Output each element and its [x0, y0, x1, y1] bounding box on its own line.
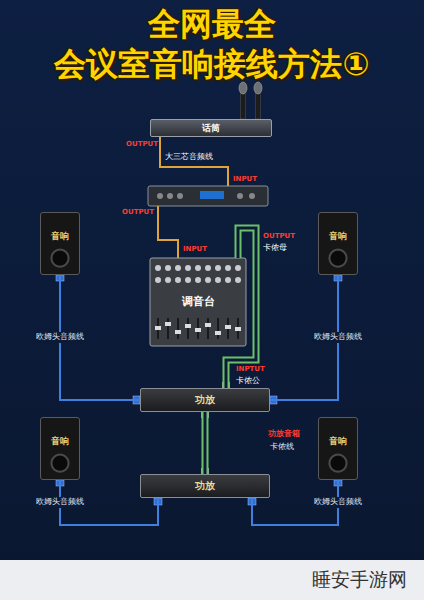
- amplifier-box: 功放: [140, 388, 270, 412]
- cable-label: 欧姆头音频线: [312, 332, 364, 343]
- port-label: OUTPUT: [122, 209, 154, 217]
- node-text: 功放: [193, 394, 217, 406]
- speaker-box: 音响: [318, 212, 358, 275]
- microphone-pair: [239, 82, 262, 119]
- node-text: 音响: [49, 436, 71, 446]
- cable-label: 欧姆头音频线: [312, 497, 364, 508]
- cable-path: [202, 412, 209, 474]
- port-label: OUTPUT: [126, 141, 158, 149]
- connector-label: 卡侬公: [236, 377, 260, 386]
- node-text: 音响: [327, 436, 349, 446]
- cable-path: [226, 228, 256, 388]
- amplifier-box: 功放: [140, 474, 270, 498]
- cable-label: 欧姆头音频线: [34, 332, 86, 343]
- xlr-cable: [205, 412, 206, 474]
- port-label: INPUT: [233, 176, 257, 184]
- audio-wire: [158, 206, 178, 258]
- watermark-band: [0, 560, 424, 600]
- watermark: 睡安手游网: [312, 569, 407, 590]
- processor-unit: [148, 186, 268, 206]
- title: 全网最全 会议室音响接线方法①: [12, 4, 412, 84]
- port-label: INPUT: [183, 246, 207, 254]
- cable-label: 功放音箱: [268, 430, 300, 439]
- cable-label: 大三芯音频线: [165, 153, 213, 162]
- mixer-body: [150, 258, 246, 346]
- cable-label: 欧姆头音频线: [34, 497, 86, 508]
- node-text: 话筒: [200, 123, 222, 133]
- mixer-box: 调音台: [150, 258, 246, 346]
- xlr-cable: [226, 228, 256, 388]
- cable-gap: [226, 228, 256, 388]
- speaker-box: 音响: [40, 417, 80, 480]
- node-text: 音响: [327, 231, 349, 241]
- connector-label: 卡侬母: [263, 244, 287, 253]
- port-label: OUTPUT: [263, 233, 295, 241]
- node-text: 调音台: [180, 296, 217, 309]
- node-text: 音响: [49, 231, 71, 241]
- receiver-box: 话筒: [150, 119, 272, 137]
- port-label: INPTUT: [236, 366, 265, 374]
- node-text: 功放: [193, 480, 217, 492]
- speakon-plug: [56, 275, 342, 505]
- cable-gap: [204, 412, 207, 474]
- speaker-box: 音响: [318, 417, 358, 480]
- speaker-box: 音响: [40, 212, 80, 275]
- audio-wire: [160, 137, 228, 186]
- cable-label: 卡侬线: [268, 442, 296, 453]
